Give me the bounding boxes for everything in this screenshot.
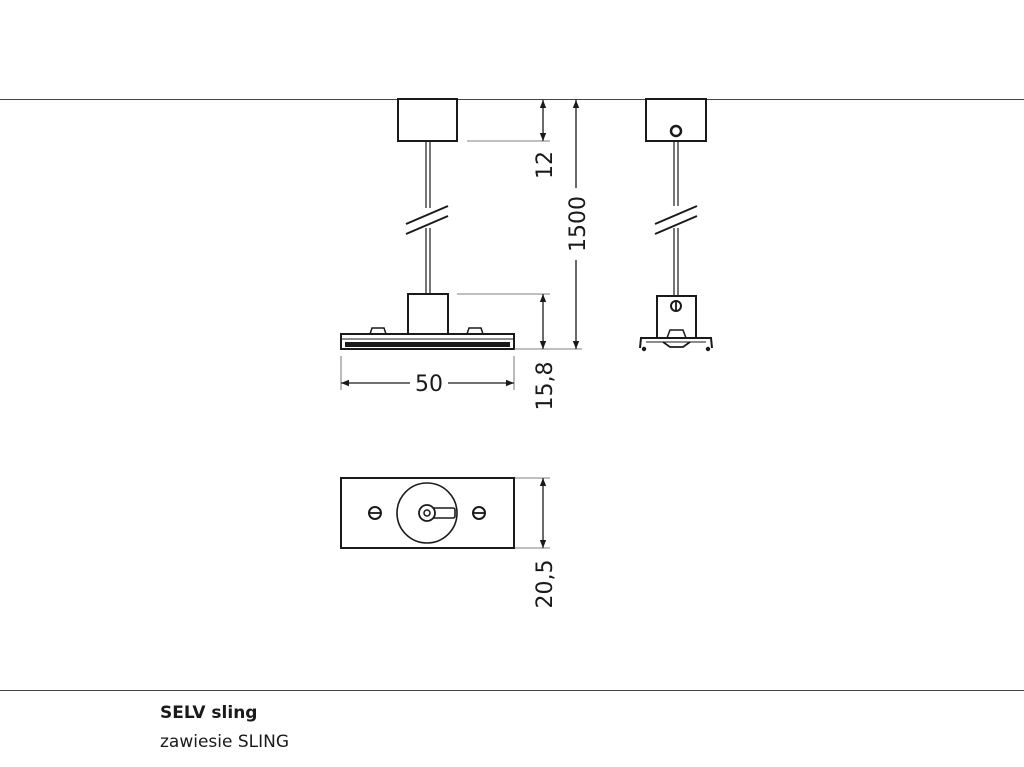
front-ceiling-anchor [397, 98, 458, 142]
front-connector [407, 293, 449, 335]
caption-subtitle: zawiesie SLING [160, 732, 290, 752]
side-break-mark [654, 205, 698, 225]
dim-label-base-width: 50 [415, 372, 443, 397]
dim-label-anchor-height: 12 [533, 151, 558, 179]
side-base-clips [639, 337, 713, 349]
front-break-mark [405, 205, 449, 225]
top-view [340, 477, 515, 549]
side-anchor-screw [669, 124, 683, 138]
dim-label-total-length: 1500 [566, 196, 591, 252]
front-view [340, 98, 515, 350]
dim-label-base-height: 15,8 [533, 362, 558, 411]
caption-title: SELV sling [160, 703, 258, 723]
side-view [639, 98, 713, 352]
dim-label-plate-depth: 20,5 [533, 560, 558, 609]
